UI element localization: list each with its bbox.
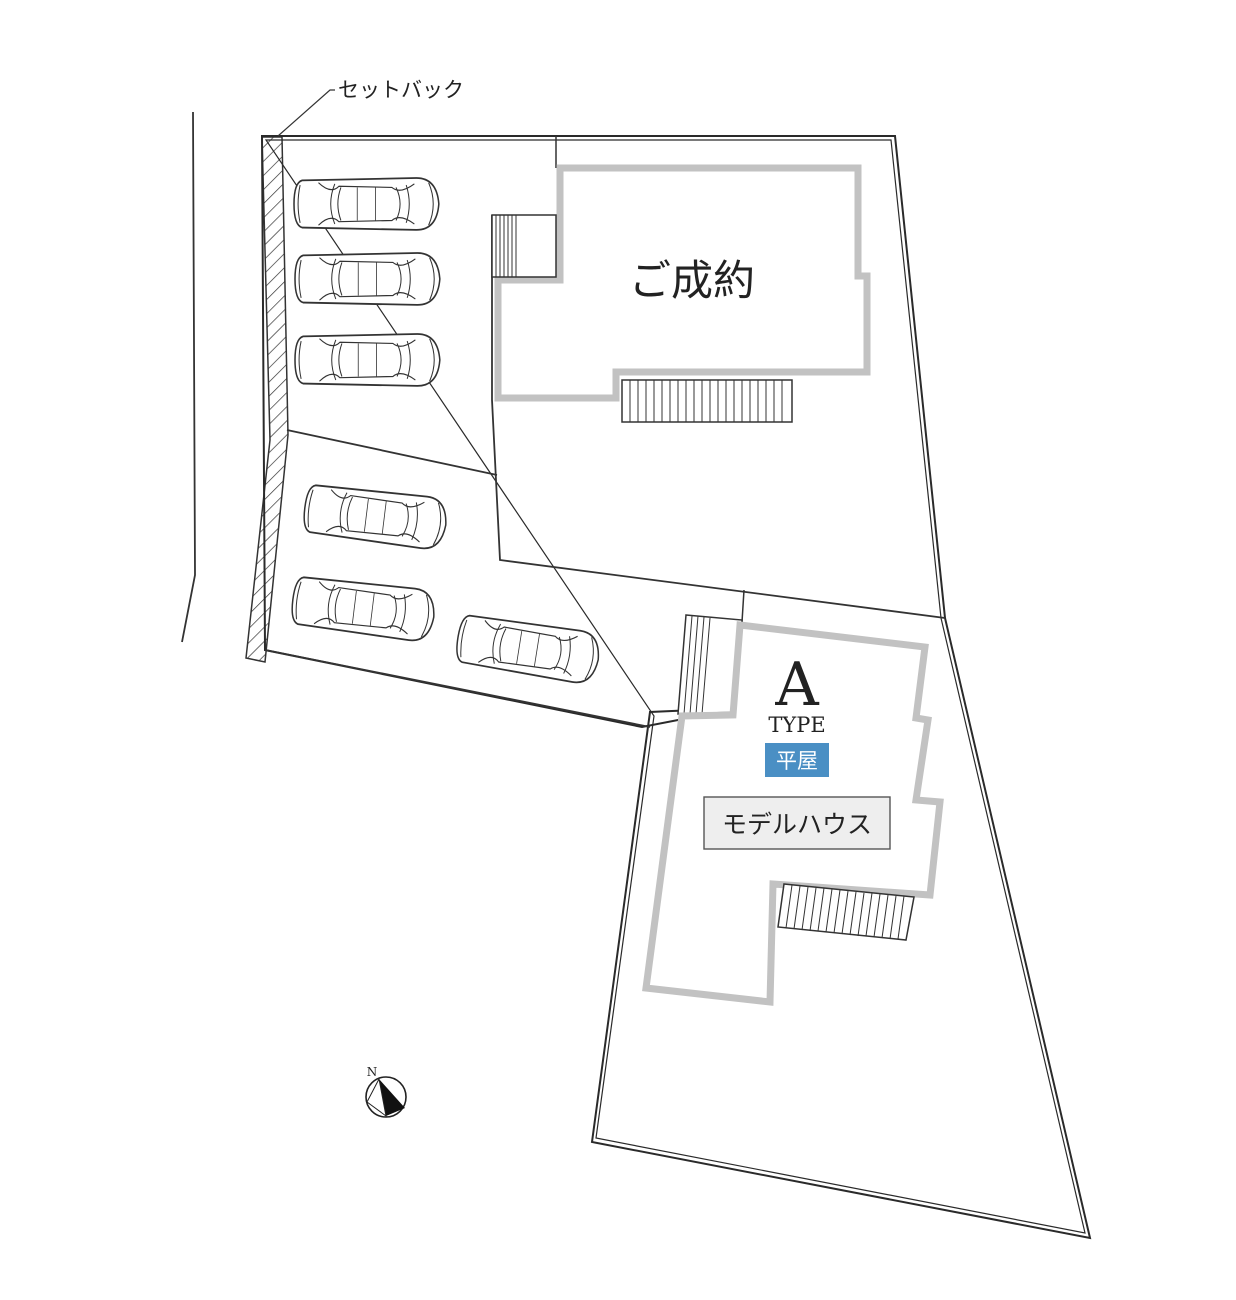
division-line bbox=[264, 649, 651, 728]
sold-label: ご成約 bbox=[629, 256, 755, 305]
car-parking-5 bbox=[288, 573, 438, 644]
road-edge bbox=[181, 111, 196, 643]
division-line bbox=[741, 589, 745, 623]
model-house-box: モデルハウス bbox=[703, 796, 891, 850]
car-parking-1 bbox=[293, 177, 440, 231]
story-badge-label: 平屋 bbox=[776, 749, 818, 773]
car-parking-4 bbox=[300, 481, 450, 552]
sold-house-deck bbox=[621, 379, 793, 423]
sold-house-steps-left bbox=[491, 214, 557, 278]
story-badge: 平屋 bbox=[765, 743, 829, 777]
north-compass-icon: N bbox=[365, 1065, 407, 1118]
car-parking-2 bbox=[294, 252, 441, 306]
car-parking-6 bbox=[452, 611, 604, 687]
north-label: N bbox=[367, 1065, 378, 1079]
car-parking-3 bbox=[294, 333, 441, 387]
model-house-label: モデルハウス bbox=[722, 810, 872, 839]
setback-strip bbox=[245, 136, 289, 663]
setback-leader-line bbox=[277, 89, 335, 137]
division-line bbox=[286, 429, 498, 476]
division-line bbox=[491, 215, 946, 619]
setback-label: セットバック bbox=[338, 78, 464, 102]
type-word: TYPE bbox=[768, 713, 825, 737]
type-letter: A bbox=[774, 650, 819, 720]
model-house-deck bbox=[777, 883, 915, 941]
lot-boundary-inner bbox=[264, 139, 1086, 1234]
sold-house-outline bbox=[494, 164, 871, 402]
